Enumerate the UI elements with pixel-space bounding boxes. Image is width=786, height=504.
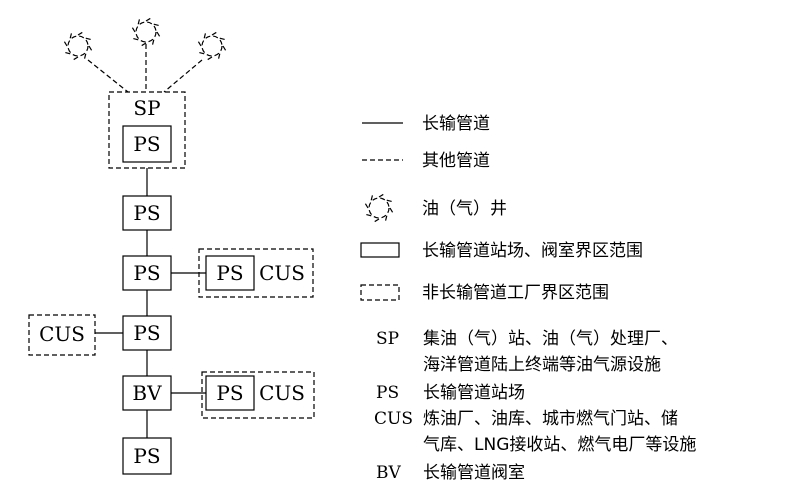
ps-label-2: PS [133, 201, 160, 225]
well-tick [145, 17, 152, 22]
abbr-sp: SP [376, 329, 399, 349]
well-tick [365, 213, 372, 217]
well-tick [219, 37, 226, 41]
abbr-ps-line-1: 长输管道站场 [423, 383, 525, 403]
ps-label-1: PS [133, 132, 160, 156]
abbr-bv-line-1: 长输管道阀室 [423, 463, 525, 483]
legend-dashed-box-label: 非长输管道工厂界区范围 [422, 283, 609, 303]
abbr-cus-line-2: 气库、LNG接收站、燃气电厂等设施 [423, 435, 696, 455]
well-tick [77, 31, 84, 36]
well-tick [137, 18, 141, 25]
well-right-pipe [163, 59, 203, 93]
well-tick [88, 45, 93, 52]
sp-label: SP [133, 96, 160, 120]
cus-boundary-left [28, 314, 96, 356]
well-tick [197, 40, 202, 47]
well-tick [206, 56, 213, 61]
cus-boundary-upper [198, 248, 314, 298]
ps-box-5 [122, 437, 172, 475]
cus-label-lower-right: CUS [259, 381, 305, 405]
sp-boundary [108, 91, 186, 169]
abbr-ps: PS [376, 383, 399, 403]
ps-label-lower-right: PS [216, 381, 243, 405]
ps-label-5: PS [133, 444, 160, 468]
legend-solid-box-swatch [360, 242, 400, 258]
ps-box-upper-right [205, 255, 255, 291]
ps-label-upper-right: PS [216, 261, 243, 285]
abbr-bv: BV [376, 463, 401, 483]
well-tick [85, 37, 92, 41]
well-tick [222, 45, 227, 52]
well-tick [140, 42, 147, 47]
bv-label: BV [132, 381, 162, 405]
well-tick [211, 31, 218, 36]
legend-dashed-box-swatch [360, 284, 400, 301]
legend-well-icon [364, 193, 394, 223]
well-tick [373, 218, 380, 223]
well-tick [378, 193, 385, 198]
well-tick [132, 37, 139, 41]
well-tick [217, 53, 221, 60]
well-tick [83, 53, 87, 60]
abbr-sp-line-2: 海洋管道陆上终端等油气源设施 [423, 355, 661, 375]
well-center-icon [131, 17, 161, 47]
ps-box-1 [122, 125, 172, 163]
abbr-cus-line-1: 炼油厂、油库、城市燃气门站、储 [423, 409, 678, 429]
well-tick [153, 23, 160, 27]
well-tick [72, 56, 79, 61]
well-tick [198, 51, 205, 55]
well-tick [156, 31, 161, 38]
well-right-icon [197, 31, 227, 61]
legend-solid-line-label: 长输管道 [422, 114, 490, 134]
legend-dashed-line-label: 其他管道 [422, 151, 490, 171]
well-left-icon [63, 31, 93, 61]
well-tick [370, 194, 374, 201]
well-tick [203, 32, 207, 39]
well-tick [151, 39, 155, 46]
well-tick [364, 202, 369, 209]
well-tick [131, 26, 136, 33]
cus-label-left: CUS [39, 322, 85, 346]
ps-box-lower-right [205, 375, 255, 411]
well-tick [69, 32, 73, 39]
well-tick [389, 207, 394, 214]
well-left-pipe [87, 59, 129, 93]
ps-label-4: PS [133, 321, 160, 345]
abbr-cus: CUS [374, 409, 413, 429]
well-tick [64, 51, 71, 55]
well-tick [384, 215, 388, 222]
well-tick [386, 199, 393, 203]
well-tick [63, 40, 68, 47]
legend-well-label: 油（气）井 [422, 199, 507, 219]
ps-label-3: PS [133, 261, 160, 285]
cus-boundary-lower [201, 371, 315, 419]
cus-label-upper-right: CUS [259, 261, 305, 285]
legend-solid-box-label: 长输管道站场、阀室界区范围 [422, 241, 643, 261]
abbr-sp-line-1: 集油（气）站、油（气）处理厂、 [423, 329, 678, 349]
